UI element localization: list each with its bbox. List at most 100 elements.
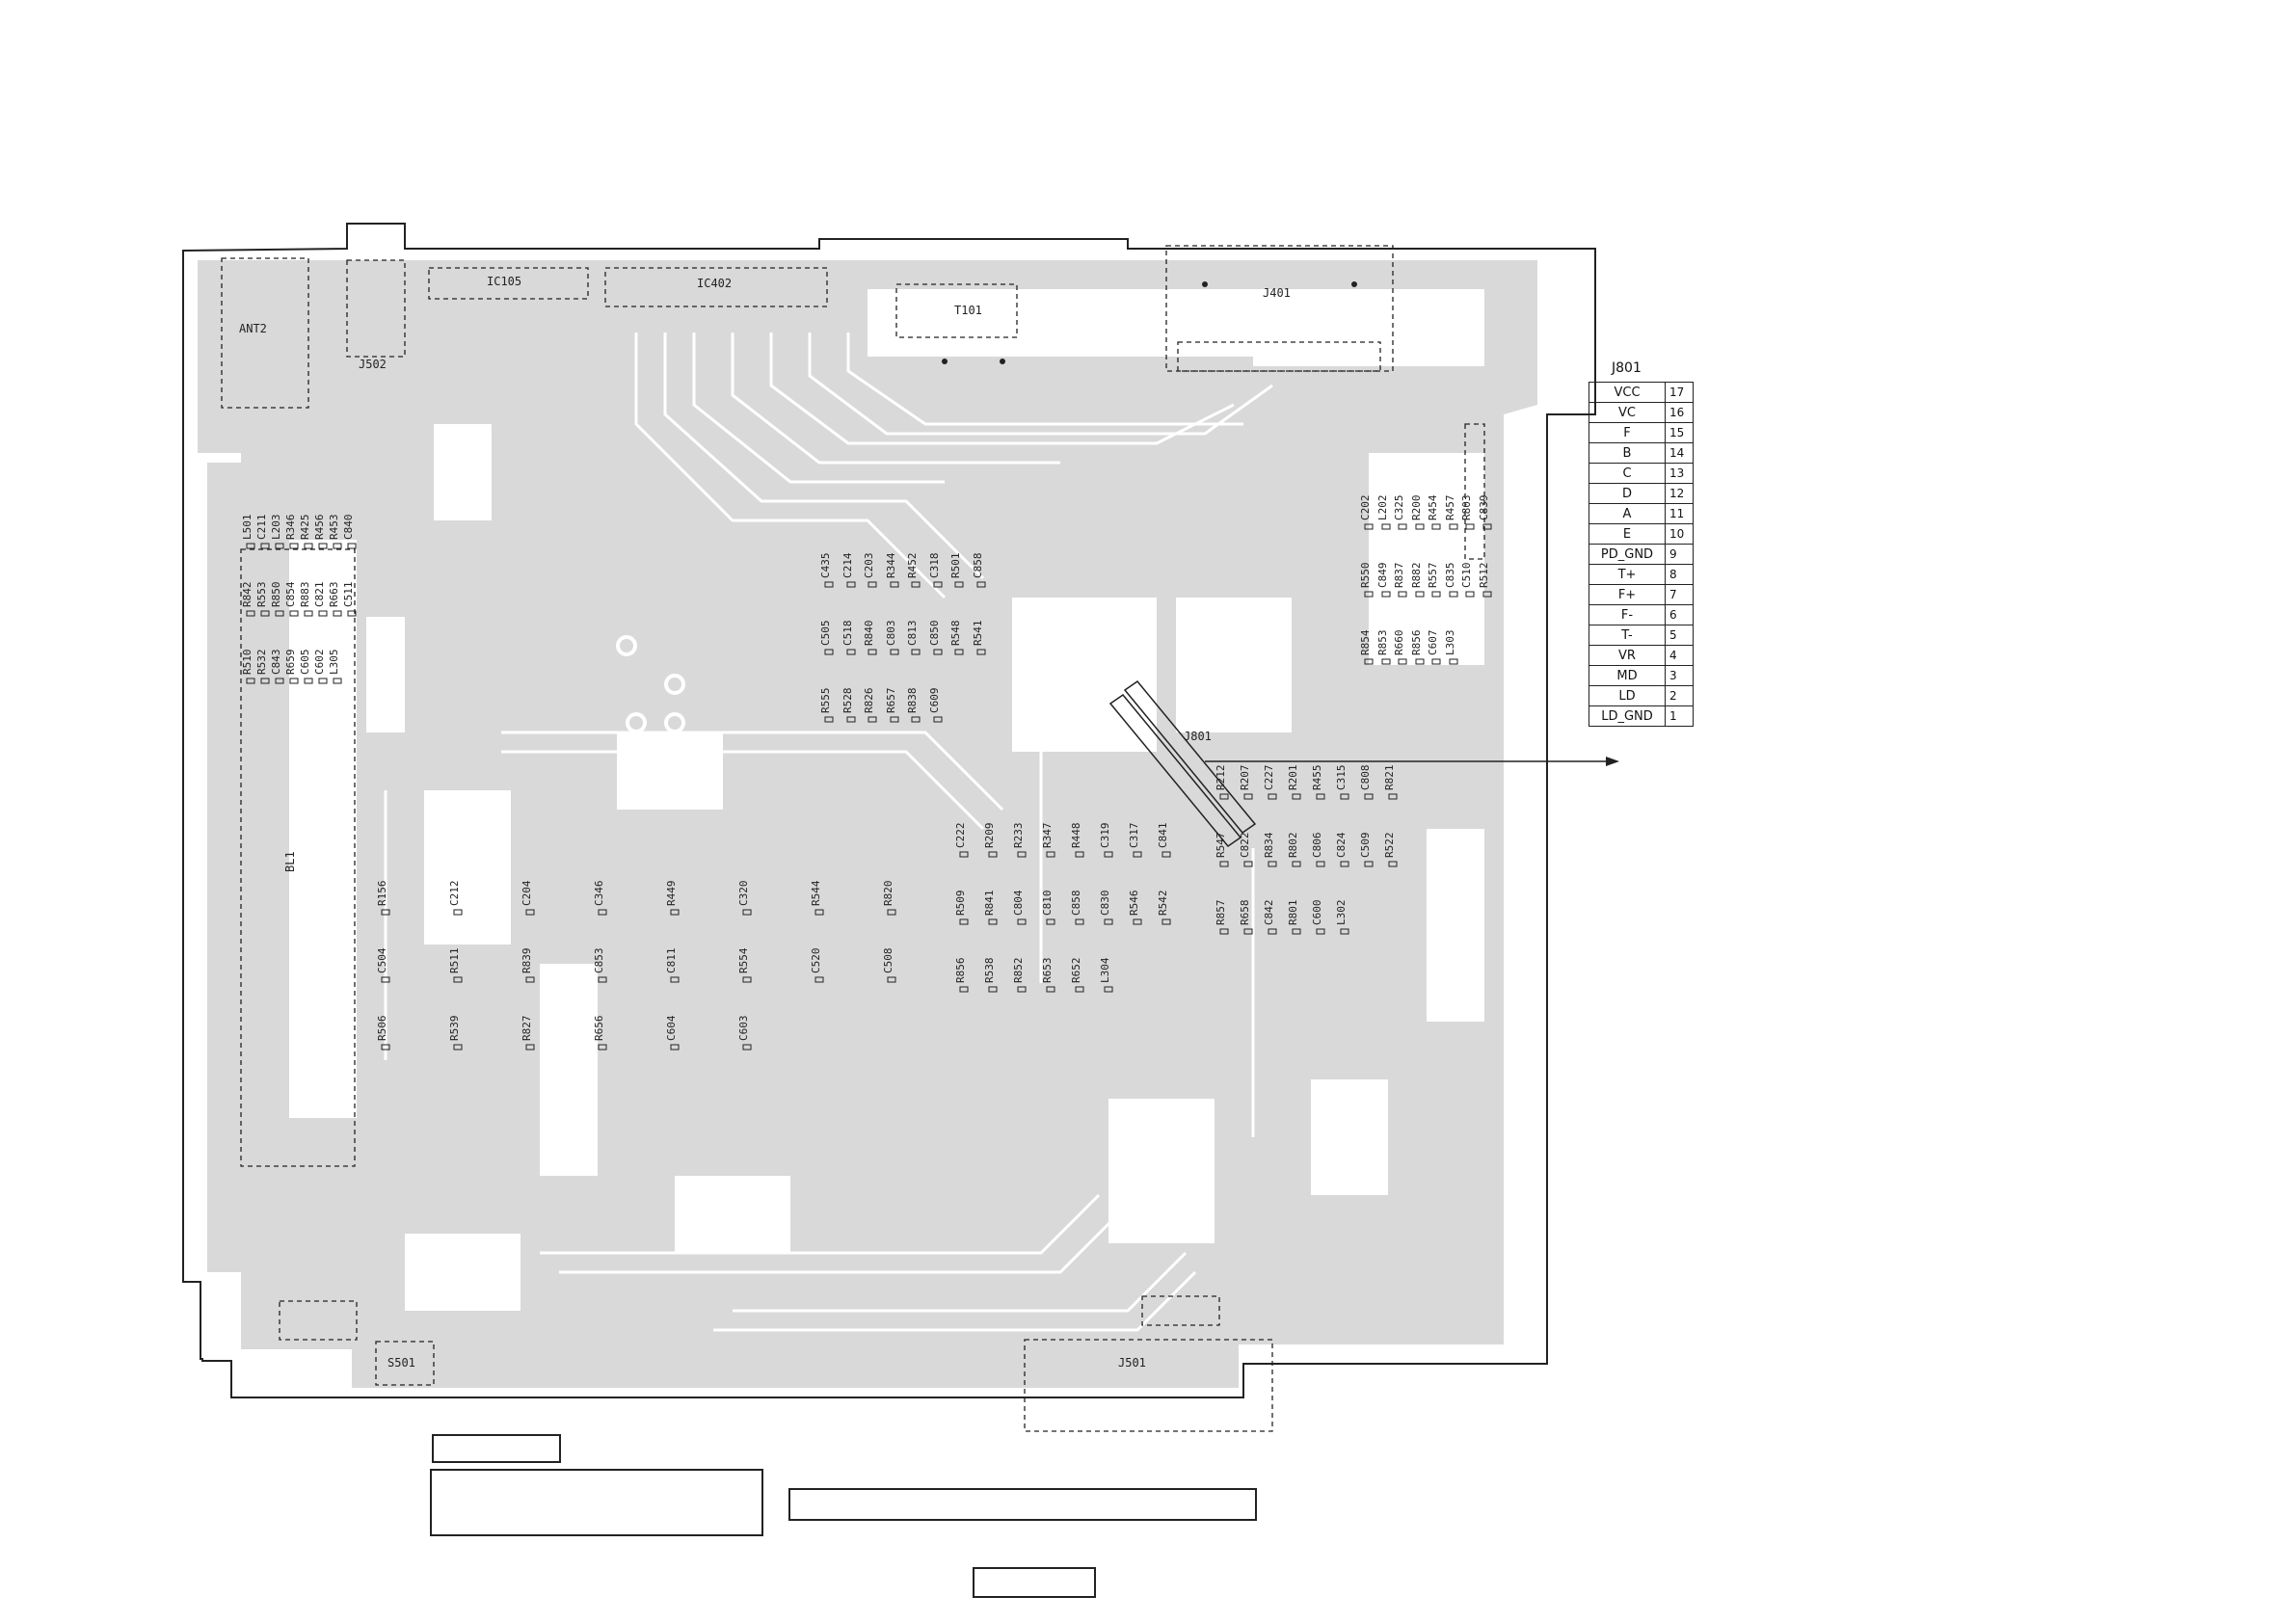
- component-pad: [846, 716, 856, 723]
- component-pad: [1388, 793, 1398, 800]
- component-ref: R511: [448, 948, 461, 974]
- component-ref: R553: [255, 582, 268, 608]
- component-ref: R509: [954, 891, 967, 917]
- component-pad: [954, 649, 964, 655]
- component-pad: [933, 649, 943, 655]
- component-ref: C222: [954, 823, 967, 849]
- component-ref: R456: [313, 515, 326, 541]
- component-pad: [347, 610, 357, 617]
- component-pad: [868, 716, 877, 723]
- component-ref: R656: [593, 1016, 605, 1042]
- pin-number: 15: [1665, 422, 1694, 443]
- component-pad: [1292, 793, 1301, 800]
- component-ref: R820: [882, 881, 894, 907]
- component-pad: [1381, 658, 1391, 665]
- component-ref: C804: [1012, 890, 1025, 916]
- component-ref: C509: [1359, 833, 1372, 859]
- pin-number: 3: [1665, 665, 1694, 686]
- component-ref: C839: [1478, 495, 1490, 521]
- component-pad: [289, 543, 299, 549]
- component-pad: [814, 909, 824, 916]
- component-pad: [333, 610, 342, 617]
- component-pad: [1046, 851, 1055, 858]
- component-ref: R557: [1427, 563, 1439, 589]
- component-pad: [318, 543, 328, 549]
- component-ref: C605: [299, 650, 311, 676]
- pin-number: 4: [1665, 645, 1694, 666]
- component-ref: C604: [665, 1015, 678, 1041]
- component-pad: [824, 716, 834, 723]
- component-outlines: [221, 245, 1485, 1432]
- component-ref: C435: [819, 553, 832, 579]
- component-pad: [289, 678, 299, 684]
- component-pad: [988, 851, 998, 858]
- pin-number: 16: [1665, 402, 1694, 423]
- component-pad: [1415, 523, 1425, 530]
- connector-label: ANT2: [239, 322, 267, 335]
- component-ref: C842: [1263, 900, 1275, 926]
- component-ref: C317: [1128, 823, 1140, 849]
- component-ref: C318: [928, 553, 941, 579]
- component-ref: C325: [1393, 495, 1405, 521]
- component-pad: [525, 976, 535, 983]
- pin-signal: VCC: [1589, 382, 1666, 403]
- component-pad: [1364, 523, 1374, 530]
- component-ref: C835: [1444, 563, 1456, 589]
- pin-row: T-5: [1589, 625, 1694, 646]
- component-pad: [333, 543, 342, 549]
- component-ref: C227: [1263, 765, 1275, 791]
- component-pad: [1381, 523, 1391, 530]
- component-pad: [260, 543, 270, 549]
- component-ref: R659: [284, 650, 297, 676]
- component-ref: R539: [448, 1016, 461, 1042]
- component-pad: [1268, 793, 1277, 800]
- component-pad: [1381, 591, 1391, 598]
- component-pad: [1292, 928, 1301, 935]
- pin-number: 8: [1665, 564, 1694, 585]
- pin-signal: LD_GND: [1589, 705, 1666, 727]
- component-pad: [959, 918, 969, 925]
- component-pad: [1482, 591, 1492, 598]
- component-ref: R652: [1070, 958, 1082, 984]
- component-pad: [1316, 928, 1325, 935]
- component-pad: [1340, 861, 1349, 867]
- connector-label: J501: [1118, 1356, 1146, 1370]
- component-ref: R506: [376, 1016, 388, 1042]
- component-ref: R554: [737, 947, 750, 973]
- component-ref: R457: [1444, 495, 1456, 521]
- component-ref: R663: [328, 582, 340, 608]
- component-pad: [453, 1044, 463, 1051]
- component-pad: [1104, 918, 1113, 925]
- component-ref: C607: [1427, 630, 1439, 656]
- component-pad: [275, 543, 284, 549]
- component-pad: [1292, 861, 1301, 867]
- component-pad: [246, 678, 255, 684]
- component-ref: C843: [270, 650, 282, 676]
- pin-row: F-6: [1589, 604, 1694, 625]
- component-pad: [1415, 658, 1425, 665]
- pin-signal: PD_GND: [1589, 544, 1666, 565]
- component-pad: [1449, 523, 1458, 530]
- component-ref: C600: [1311, 900, 1323, 926]
- connector-label: T101: [954, 304, 982, 317]
- component-ref: R882: [1410, 563, 1423, 589]
- component-pad: [890, 649, 899, 655]
- pin-number: 6: [1665, 604, 1694, 625]
- component-ref: R532: [255, 650, 268, 676]
- component-pad: [1398, 658, 1407, 665]
- pin-number: 10: [1665, 523, 1694, 545]
- component-ref: R883: [299, 582, 311, 608]
- component-ref: R201: [1287, 765, 1299, 791]
- component-pad: [1465, 523, 1475, 530]
- component-pad: [289, 610, 299, 617]
- component-pad: [453, 976, 463, 983]
- pin-number: 14: [1665, 442, 1694, 464]
- component-pad: [381, 1044, 390, 1051]
- component-ref: C830: [1099, 891, 1111, 917]
- component-pad: [1243, 793, 1253, 800]
- component-pad: [814, 976, 824, 983]
